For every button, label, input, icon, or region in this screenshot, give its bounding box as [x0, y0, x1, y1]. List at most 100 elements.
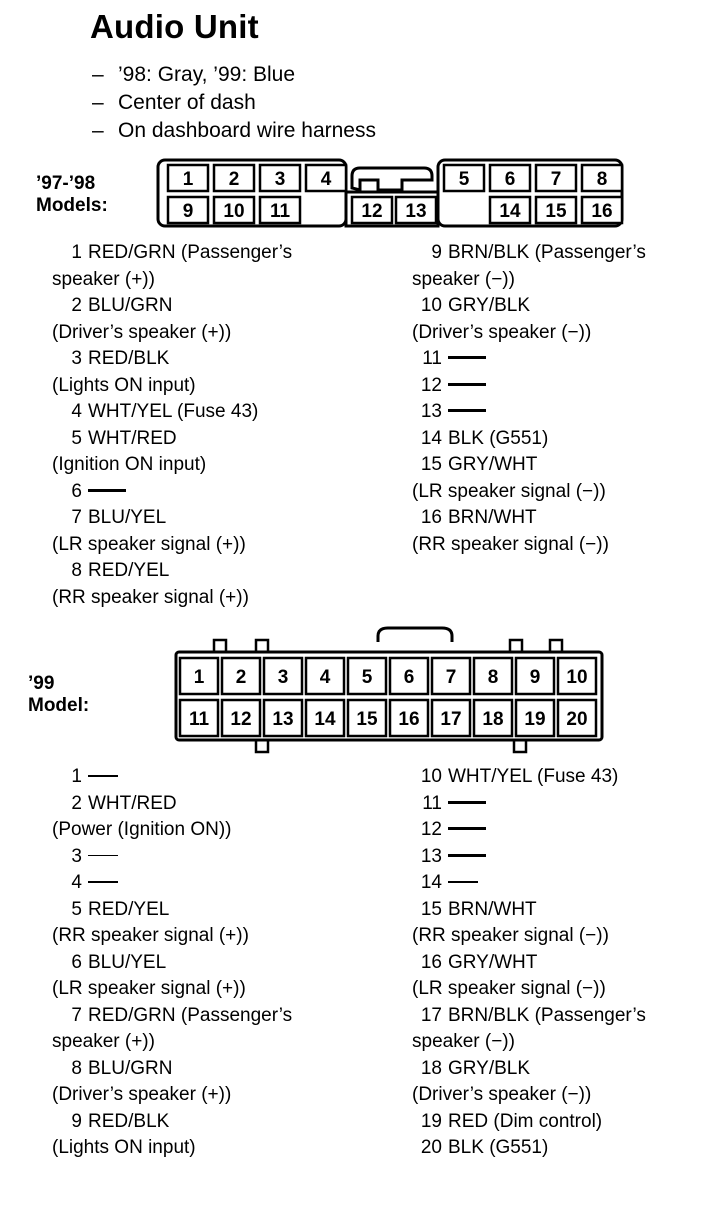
wire-description-cont: speaker (−)) — [412, 268, 515, 290]
wire-description: BLU/YEL — [88, 951, 167, 973]
dash-icon — [88, 488, 126, 492]
dash-icon — [448, 881, 478, 883]
pin-12-number: 12 — [361, 201, 382, 222]
pin-2-number: 2 — [229, 169, 240, 190]
pin-5-number: 5 — [459, 169, 470, 190]
pin-15-cell — [346, 698, 388, 738]
pin-8-cell — [472, 656, 514, 696]
dash-icon: – — [92, 119, 104, 142]
connector1-label: ’97-’98 Models: — [36, 173, 108, 216]
connector2-label: ’99 Model: — [28, 673, 90, 716]
wire-description: WHT/RED — [88, 792, 177, 814]
pin-number: 8 — [71, 560, 82, 581]
pin-12-cell — [350, 195, 394, 225]
pin-7-number: 7 — [446, 667, 457, 688]
pin-10-number: 10 — [223, 201, 244, 222]
pin-entry: 13 — [412, 844, 646, 871]
pin-14-cell — [488, 195, 532, 225]
pin-1-cell — [178, 656, 220, 696]
pin-number: 7 — [71, 507, 82, 528]
wire-description-cont: speaker (−)) — [412, 1031, 515, 1052]
pin-entry: 2 BLU/GRN — [52, 293, 292, 320]
wire-description: BRN/BLK (Passenger’s — [448, 242, 646, 263]
wire-description-cont: speaker (+)) — [52, 1031, 155, 1052]
pin-number: 2 — [71, 295, 82, 316]
pin-number: 5 — [71, 898, 82, 920]
wire-description: BLK (G551) — [448, 1137, 549, 1158]
pin-10-number: 10 — [566, 667, 587, 688]
pin-3-cell — [258, 163, 302, 193]
pin-12-number: 12 — [230, 709, 251, 730]
no-connection-mark — [88, 844, 118, 871]
pin-11-cell — [258, 195, 302, 225]
pin-10-cell — [212, 195, 256, 225]
wire-description-cont: (Driver’s speaker (+)) — [52, 321, 232, 343]
pin-number: 15 — [420, 454, 442, 475]
pin-5-cell — [442, 163, 486, 193]
pin-7-number: 7 — [551, 169, 562, 190]
pin-6-number: 6 — [404, 667, 415, 688]
no-connection-mark — [448, 399, 486, 426]
pin-2-number: 2 — [236, 667, 247, 688]
pin-number: 16 — [420, 951, 442, 973]
wire-description: GRY/WHT — [448, 951, 538, 973]
connector1-latch — [350, 166, 434, 192]
pin-17-number: 17 — [440, 709, 461, 730]
pin-number: 8 — [71, 1057, 82, 1079]
pin-17-cell — [430, 698, 472, 738]
wire-description: RED/GRN (Passenger’s — [88, 242, 293, 263]
wire-description: BLU/GRN — [88, 1057, 173, 1079]
dash-icon — [448, 800, 486, 804]
note-item: –’98: Gray, ’99: Blue — [92, 61, 376, 89]
wire-description: BRN/WHT — [448, 898, 537, 920]
wire-description: WHT/YEL (Fuse 43) — [448, 766, 619, 787]
no-connection-mark — [448, 844, 486, 871]
pin-3-cell — [262, 656, 304, 696]
pin-number: 4 — [71, 401, 82, 422]
pin-number: 13 — [420, 401, 442, 422]
dash-icon — [88, 854, 118, 857]
pin-15-number: 15 — [545, 201, 567, 222]
no-connection-mark — [88, 870, 118, 897]
pin-number: 18 — [420, 1057, 442, 1079]
pin-entry: 20 BLK (G551) — [412, 1135, 646, 1162]
wire-description: BLU/GRN — [88, 295, 173, 316]
pin-11-number: 11 — [189, 709, 210, 730]
dash-icon: – — [92, 63, 104, 86]
no-connection-mark — [448, 373, 486, 400]
pin-entry: 8 BLU/GRN — [52, 1056, 292, 1083]
wire-description-cont: (Driver’s speaker (+)) — [52, 1084, 232, 1105]
pin-12-cell — [220, 698, 262, 738]
pin-number: 5 — [71, 427, 82, 449]
pin-13-cell — [394, 195, 438, 225]
pin-3-number: 3 — [278, 667, 289, 688]
pin-14-number: 14 — [499, 201, 521, 222]
wire-description: BLK (G551) — [448, 427, 549, 449]
wire-description-cont: (Power (Ignition ON)) — [52, 819, 232, 840]
dash-icon — [88, 775, 118, 777]
pin-11-cell — [178, 698, 220, 738]
pin-entry: 14 — [412, 870, 646, 897]
wire-description-cont: (Driver’s speaker (−)) — [412, 1084, 592, 1105]
pin-number: 20 — [420, 1137, 442, 1158]
pin-number: 17 — [420, 1004, 442, 1026]
pin-13-number: 13 — [405, 201, 426, 222]
pin-entry: 12 — [412, 373, 646, 400]
pin-15-cell — [534, 195, 578, 225]
pin-13-number: 13 — [272, 709, 293, 730]
wire-description-cont: (RR speaker signal (−)) — [412, 533, 609, 555]
no-connection-mark — [88, 479, 126, 506]
pin-number: 16 — [420, 507, 442, 528]
pin-number: 12 — [420, 819, 442, 840]
